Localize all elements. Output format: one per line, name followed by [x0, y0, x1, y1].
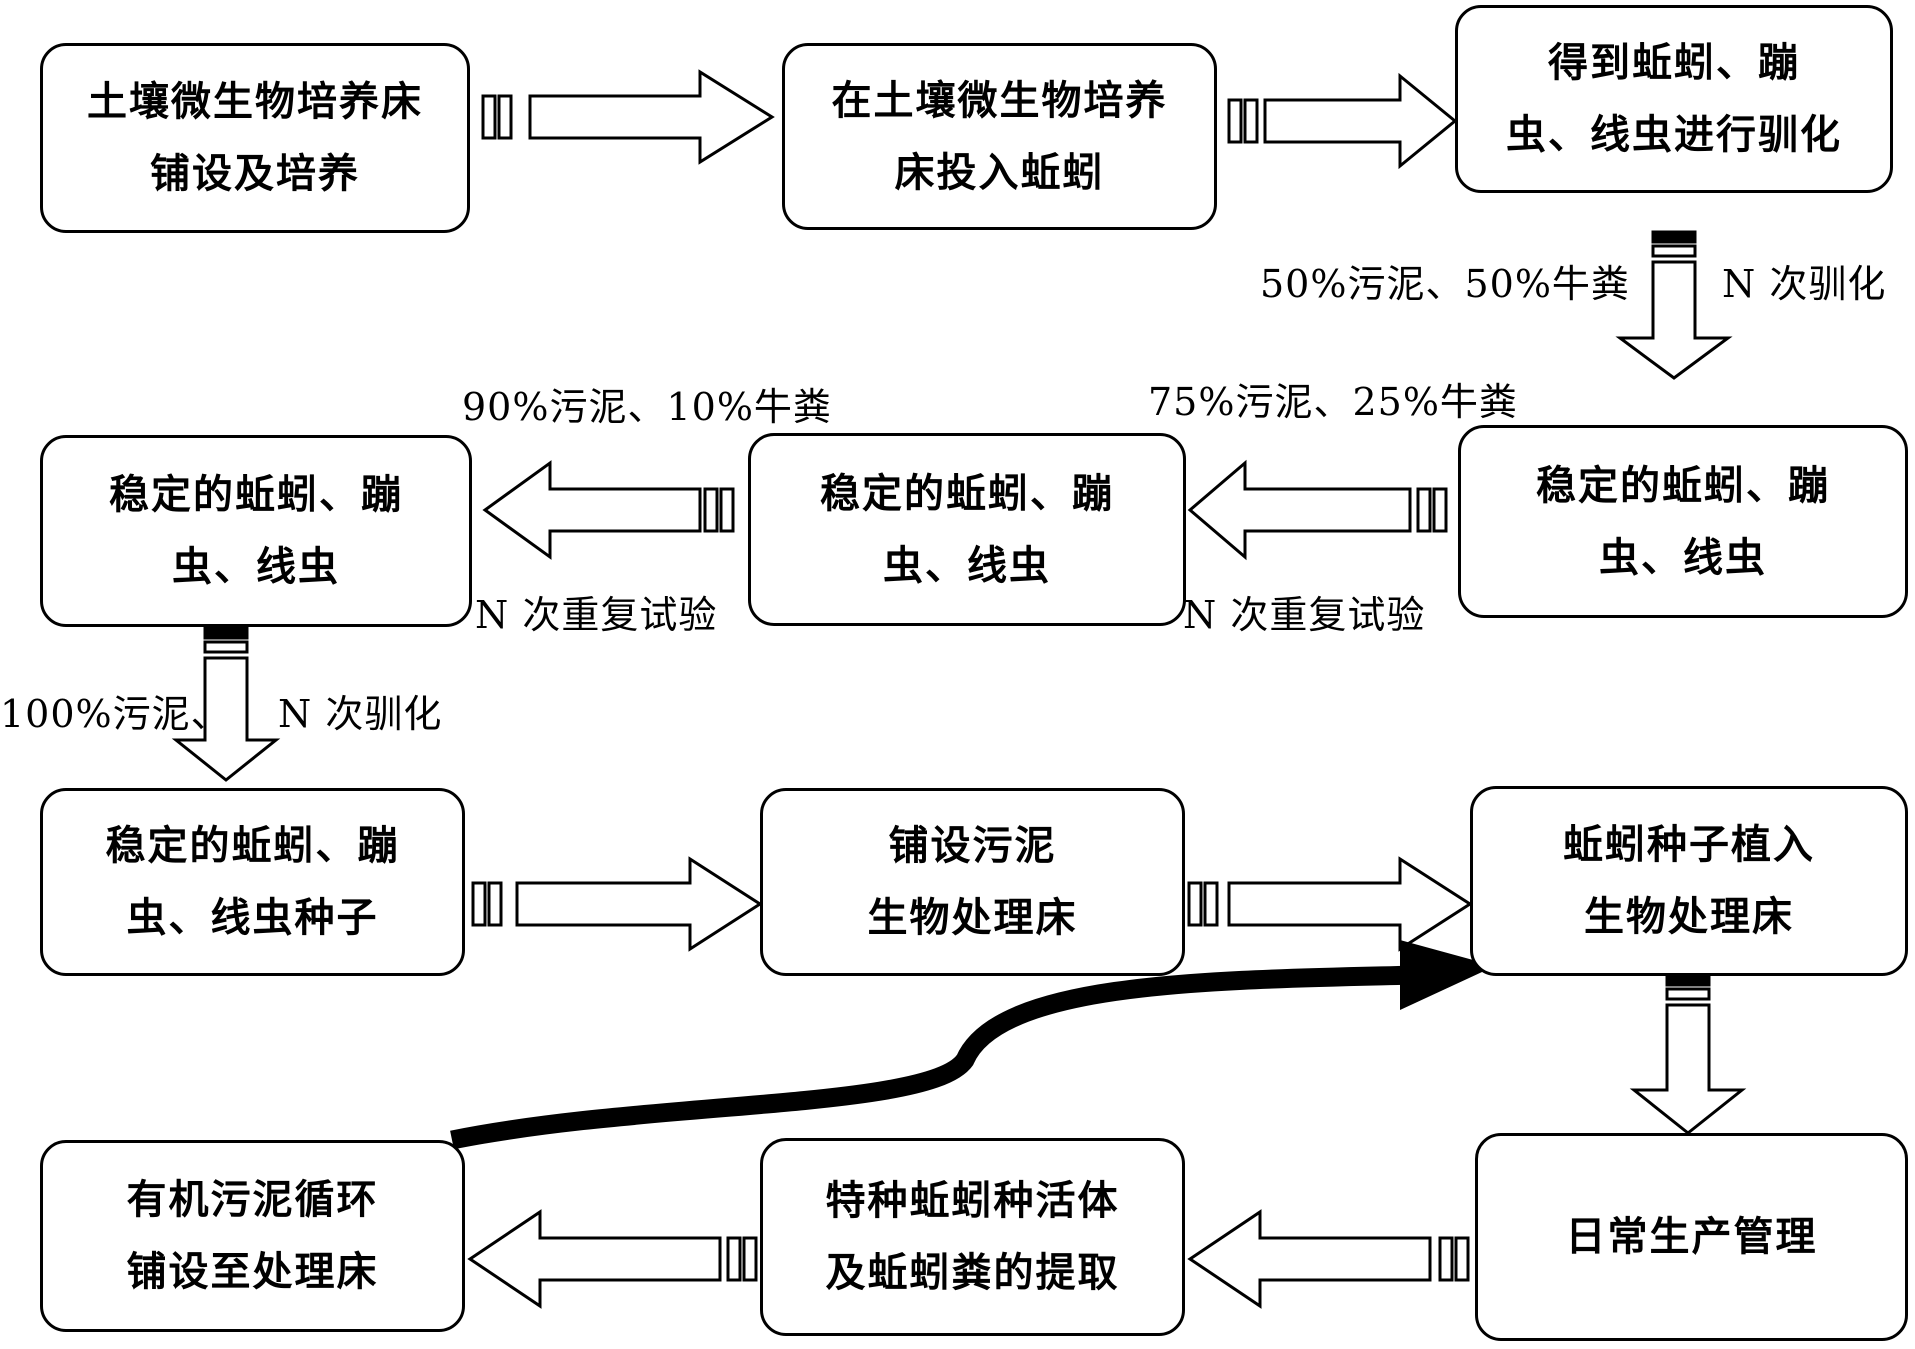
node-add-earthworms: 在土壤微生物培养 床投入蚯蚓 [782, 43, 1217, 230]
node-text-line: 得到蚯蚓、蹦 [1548, 40, 1800, 86]
node-text-line: 特种蚯蚓种活体 [825, 1178, 1120, 1224]
label-sludge-100: 100%污泥、 [0, 692, 230, 736]
node-acclimate: 得到蚯蚓、蹦 虫、线虫进行驯化 [1455, 5, 1893, 193]
node-text-line: 稳定的蚯蚓、蹦 [105, 823, 400, 869]
arrow-n9-to-n12 [1629, 973, 1747, 1135]
node-text-line: 床投入蚯蚓 [894, 149, 1105, 196]
node-text-line: 有机污泥循环 [126, 1177, 379, 1223]
curve-arrow-head [1400, 940, 1495, 1010]
node-lay-sludge-bed: 铺设污泥 生物处理床 [760, 788, 1185, 976]
arrow-n1-to-n2 [481, 69, 775, 165]
node-text-line: 日常生产管理 [1565, 1214, 1818, 1260]
node-stable-1: 稳定的蚯蚓、蹦 虫、线虫 [1458, 425, 1908, 618]
node-text-line: 虫、线虫 [172, 544, 340, 590]
arrow-n4-to-n7 [171, 626, 281, 782]
node-text-line: 铺设污泥 [888, 823, 1057, 869]
curve-arrow-recycle [450, 965, 1419, 1150]
label-repeat-n-2: N 次重复试验 [475, 593, 718, 637]
arrow-n2-to-n3 [1227, 72, 1458, 170]
arrow-n7-to-n8 [471, 856, 763, 952]
node-text-line: 蚯蚓种子植入 [1563, 822, 1815, 868]
label-acclimate-n-1: N 次驯化 [1722, 262, 1887, 306]
node-daily-management: 日常生产管理 [1475, 1133, 1908, 1341]
node-extraction: 特种蚯蚓种活体 及蚯蚓粪的提取 [760, 1138, 1185, 1336]
node-text-line: 在土壤微生物培养 [831, 77, 1168, 124]
arrow-n11-to-n10 [467, 1209, 758, 1309]
node-text-line: 虫、线虫 [1599, 534, 1767, 581]
node-implant-seeds: 蚯蚓种子植入 生物处理床 [1470, 786, 1908, 976]
node-text-line: 稳定的蚯蚓、蹦 [1536, 462, 1830, 509]
node-stable-2: 稳定的蚯蚓、蹦 虫、线虫 [748, 433, 1186, 626]
node-text-line: 虫、线虫进行驯化 [1506, 112, 1842, 158]
node-text-line: 稳定的蚯蚓、蹦 [820, 470, 1114, 517]
node-text-line: 及蚯蚓粪的提取 [825, 1250, 1120, 1296]
node-text-line: 虫、线虫种子 [126, 895, 379, 941]
node-soil-bed-setup: 土壤微生物培养床 铺设及培养 [40, 43, 470, 233]
node-text-line: 生物处理床 [1584, 894, 1794, 940]
node-text-line: 铺设及培养 [150, 151, 360, 197]
label-sludge-75: 75%污泥、25%牛粪 [1148, 380, 1518, 424]
node-sludge-recycle: 有机污泥循环 铺设至处理床 [40, 1140, 465, 1332]
node-text-line: 土壤微生物培养床 [87, 79, 423, 125]
arrow-n6-to-n5 [1187, 459, 1448, 561]
arrow-n3-to-n6 [1615, 230, 1733, 380]
node-text-line: 铺设至处理床 [126, 1249, 379, 1295]
arrow-n12-to-n11 [1187, 1209, 1470, 1309]
label-acclimate-n-2: N 次驯化 [278, 692, 443, 736]
node-text-line: 稳定的蚯蚓、蹦 [109, 472, 403, 518]
node-text-line: 生物处理床 [867, 895, 1078, 941]
node-text-line: 虫、线虫 [883, 542, 1051, 589]
label-sludge-90: 90%污泥、10%牛粪 [462, 385, 832, 429]
label-repeat-n-1: N 次重复试验 [1183, 593, 1426, 637]
node-stable-seed: 稳定的蚯蚓、蹦 虫、线虫种子 [40, 788, 465, 976]
arrow-n8-to-n9 [1187, 856, 1473, 952]
label-sludge-50: 50%污泥、50%牛粪 [1260, 262, 1630, 306]
node-stable-3: 稳定的蚯蚓、蹦 虫、线虫 [40, 435, 472, 627]
arrow-n5-to-n4 [482, 460, 735, 560]
